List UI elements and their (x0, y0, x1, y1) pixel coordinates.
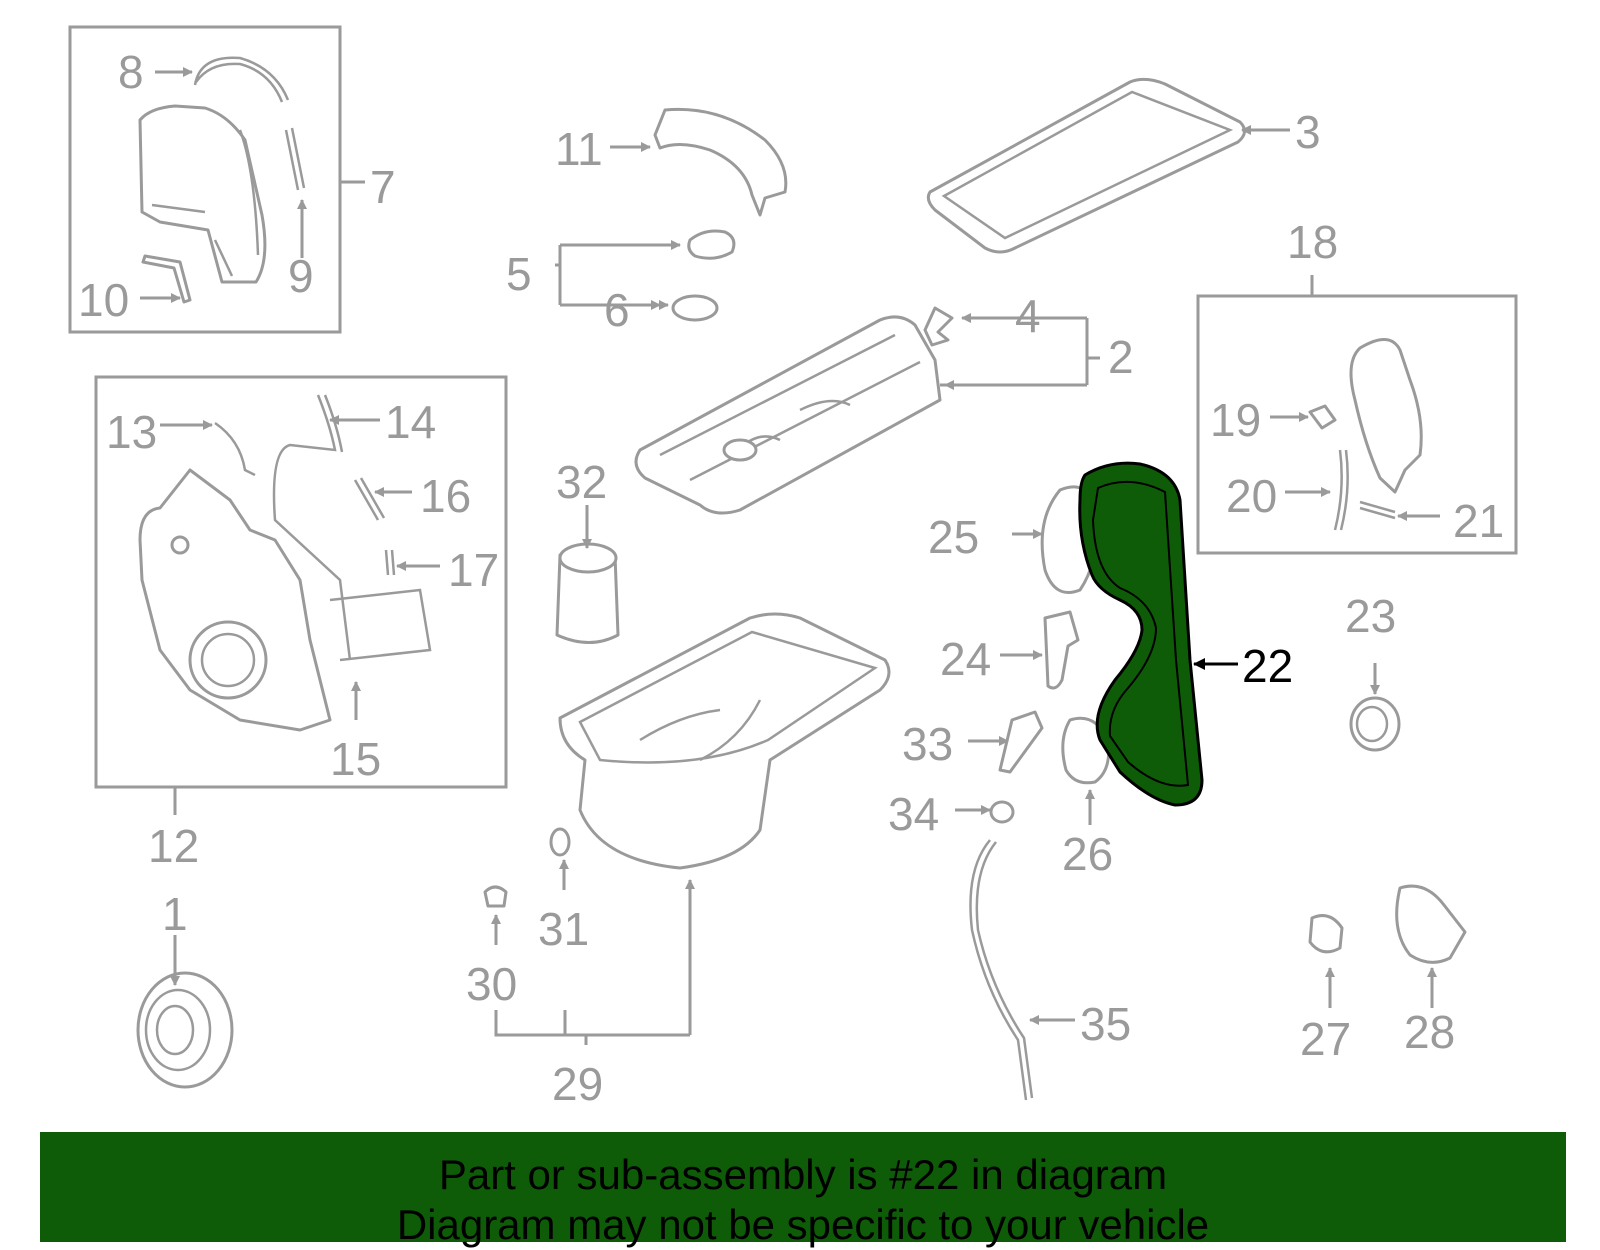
part-21-seal (1359, 500, 1396, 520)
part-8-seal (193, 56, 290, 103)
part-9-seal (284, 127, 306, 191)
callout-label-17: 17 (448, 544, 499, 596)
callout-label-32: 32 (556, 456, 607, 508)
callout-label-11: 11 (555, 123, 603, 175)
part-10-seal (141, 254, 192, 304)
part-30-drain-plug (483, 885, 508, 908)
banner-line-disclaimer: Diagram may not be specific to your vehi… (396, 1201, 1210, 1248)
part-15-gasket (329, 588, 432, 662)
part-19-clip (1308, 404, 1337, 430)
banner-text: Part or sub-assembly is #22 in diagram D… (40, 1150, 1566, 1250)
part-27-gear (1308, 914, 1344, 954)
callout-label-4: 4 (1015, 290, 1041, 342)
callout-label-22: 22 (1242, 640, 1293, 692)
part-5-oil-cap (687, 229, 736, 260)
part-2-valve-cover (634, 315, 942, 515)
part-31-washer (549, 827, 571, 857)
part-35-dipstick (969, 839, 1034, 1101)
callout-label-35: 35 (1080, 998, 1131, 1050)
callout-label-9: 9 (288, 250, 314, 302)
callout-label-27: 27 (1300, 1013, 1351, 1065)
callout-label-1: 1 (162, 888, 188, 940)
callout-label-20: 20 (1226, 470, 1277, 522)
callout-label-30: 30 (466, 958, 517, 1010)
callout-label-13: 13 (106, 406, 157, 458)
callout-label-8: 8 (118, 46, 144, 98)
callout-label-6: 6 (604, 284, 630, 336)
part-29-oil-pan (558, 612, 891, 870)
callout-label-33: 33 (902, 718, 953, 770)
callout-label-3: 3 (1295, 106, 1321, 158)
part-1-pulley (136, 971, 234, 1089)
part-34-oring (989, 800, 1015, 824)
callout-label-25: 25 (928, 511, 979, 563)
callout-label-5: 5 (506, 248, 532, 300)
group-box-18 (1196, 294, 1518, 555)
callout-label-31: 31 (538, 903, 589, 955)
callout-label-29: 29 (552, 1058, 603, 1110)
callout-label-15: 15 (330, 733, 381, 785)
callout-label-16: 16 (420, 470, 471, 522)
part-3-gasket (926, 77, 1246, 254)
callout-label-26: 26 (1062, 828, 1113, 880)
callout-label-19: 19 (1210, 394, 1261, 446)
callout-label-23: 23 (1345, 590, 1396, 642)
part-6-oring (671, 294, 719, 322)
part-33-guide (998, 710, 1044, 774)
part-4-hose (923, 306, 954, 347)
callout-label-7: 7 (370, 161, 396, 213)
callout-label-24: 24 (940, 633, 991, 685)
part-20-seal (1333, 449, 1349, 531)
part-12-rear-cover (138, 468, 332, 732)
part-24-tensioner (1043, 610, 1080, 690)
callout-label-14: 14 (385, 396, 436, 448)
callout-label-12: 12 (148, 820, 199, 872)
group-box-7 (68, 25, 342, 334)
banner-line-part: Part or sub-assembly is #22 in diagram (438, 1151, 1168, 1198)
part-17-seal (384, 549, 396, 576)
part-info-banner: Part or sub-assembly is #22 in diagram D… (40, 1132, 1566, 1248)
group-box-12 (94, 375, 508, 789)
callout-label-34: 34 (888, 788, 939, 840)
callout-label-21: 21 (1453, 495, 1504, 547)
part-13-gasket (214, 421, 256, 477)
callout-label-28: 28 (1404, 1006, 1455, 1058)
callout-label-18: 18 (1287, 216, 1338, 268)
part-timing-cover-upper (138, 104, 267, 284)
part-28-sprocket (1395, 884, 1467, 964)
callout-label-10: 10 (78, 274, 129, 326)
part-11-bracket (653, 107, 788, 217)
callout-label-2: 2 (1108, 331, 1134, 383)
part-16-seal (353, 477, 386, 521)
part-18-cover (1349, 338, 1423, 494)
